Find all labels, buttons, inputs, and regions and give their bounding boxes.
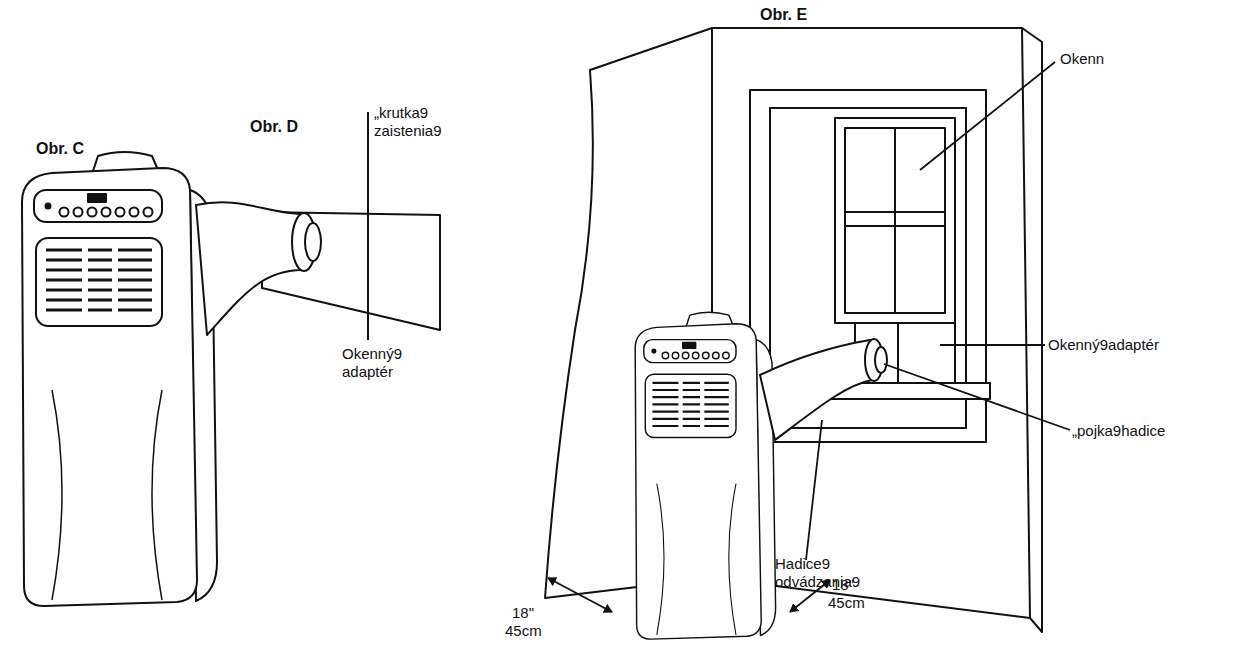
dimension-label: 45cm — [828, 594, 865, 612]
dimension-label: 45cm — [505, 622, 542, 640]
part-label: „krutka9 zaistenia9 — [374, 104, 469, 140]
dimension-label: 18" — [512, 604, 534, 622]
part-label: Hadice9 odvádzania9 — [775, 555, 875, 591]
part-label: Okenn — [1060, 50, 1104, 68]
figure-label: Obr. C — [36, 140, 84, 158]
part-label: Okenný9 adaptér — [342, 345, 432, 381]
part-label: Okenný9adaptér — [1048, 336, 1159, 354]
figure-label: Obr. D — [250, 118, 298, 136]
dimension-label: 18" — [832, 576, 854, 594]
part-label: „pojka9hadice — [1072, 422, 1165, 440]
figure-label: Obr. E — [760, 6, 807, 24]
